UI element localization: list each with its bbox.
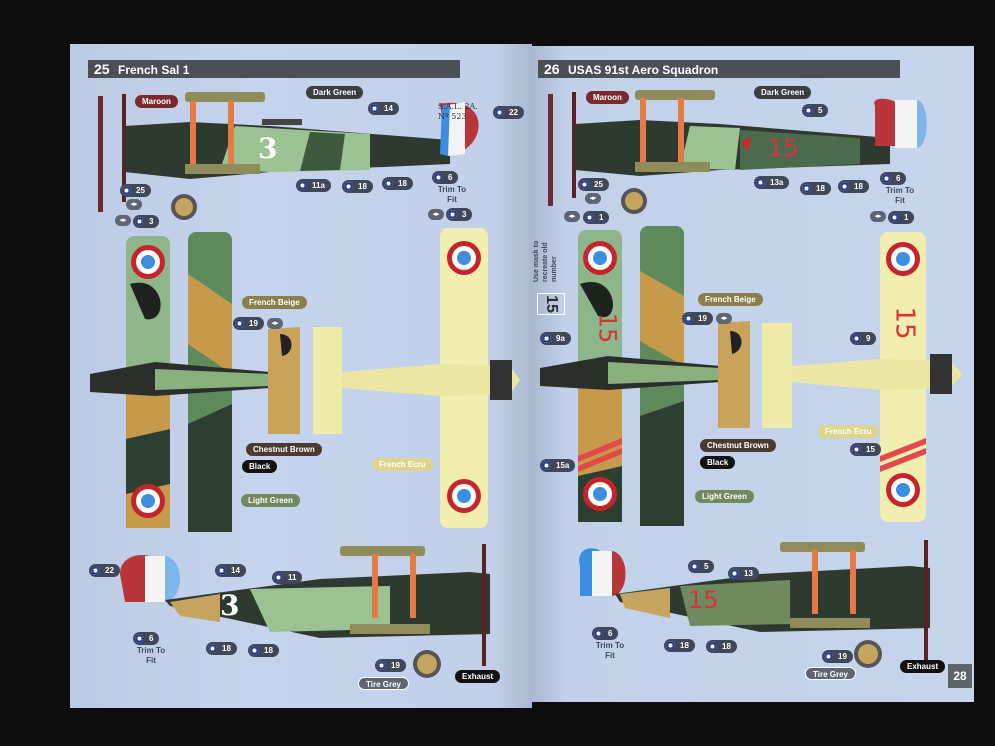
fuselage-number-bottom: 3 bbox=[220, 589, 240, 622]
profile-number: 25 bbox=[94, 61, 110, 77]
black-label: Black bbox=[700, 456, 736, 469]
black-label: Black bbox=[242, 460, 278, 473]
decal-callout: 14 bbox=[215, 564, 246, 577]
decal-callout: 6 bbox=[880, 172, 907, 185]
trim-note: Trim To Fit bbox=[595, 641, 625, 660]
decal-callout: 19 bbox=[375, 659, 406, 672]
decal-callout: 19 bbox=[233, 317, 264, 330]
side-view-top bbox=[98, 92, 479, 220]
both-sides-arrows-icon: ◂▸ bbox=[267, 318, 283, 329]
decal-callout: 11 bbox=[272, 571, 303, 584]
chestnut-brown-label: Chestnut Brown bbox=[700, 439, 776, 452]
exhaust-label: Exhaust bbox=[455, 670, 501, 683]
decal-callout: 13 bbox=[728, 567, 759, 580]
decal-callout: 3 bbox=[133, 215, 160, 228]
mask-note: Use mask to recreate old number bbox=[533, 240, 558, 282]
dark-green-label: Dark Green bbox=[306, 86, 364, 99]
decal-callout: 14 bbox=[368, 102, 399, 115]
side-view-bottom bbox=[579, 540, 930, 668]
page-number: 28 bbox=[948, 664, 972, 688]
decal-callout: 19 bbox=[822, 650, 853, 663]
fuselage-number: 3 bbox=[258, 132, 278, 165]
decal-callout: 6 bbox=[592, 627, 619, 640]
profile-header: 26 USAS 91st Aero Squadron bbox=[538, 60, 900, 78]
right-page: 26 USAS 91st Aero Squadron bbox=[530, 46, 974, 702]
decal-callout: 6 bbox=[133, 632, 160, 645]
both-sides-arrows-icon: ◂▸ bbox=[428, 209, 444, 220]
decal-callout: 15 bbox=[850, 443, 881, 456]
fuselage-number-bottom: 15 bbox=[688, 586, 719, 614]
wing-number: 15 bbox=[889, 306, 920, 340]
decal-callout: 9a bbox=[540, 332, 571, 345]
french-beige-label: French Beige bbox=[242, 296, 307, 309]
decal-callout: 18 bbox=[706, 640, 737, 653]
both-sides-arrows-icon: ◂▸ bbox=[585, 193, 601, 204]
decal-callout: 1 bbox=[583, 211, 610, 224]
both-sides-arrows-icon: ◂▸ bbox=[870, 211, 886, 222]
both-sides-arrows-icon: ◂▸ bbox=[126, 199, 142, 210]
french-beige-label: French Beige bbox=[698, 293, 763, 306]
decal-callout: 1 bbox=[888, 211, 915, 224]
trim-note: Trim To Fit bbox=[885, 186, 915, 205]
both-sides-arrows-icon: ◂▸ bbox=[564, 211, 580, 222]
decal-callout: 18 bbox=[248, 644, 279, 657]
decal-callout: 18 bbox=[206, 642, 237, 655]
maroon-label: Maroon bbox=[586, 91, 629, 104]
fuselage-number: 15 bbox=[768, 134, 799, 162]
decal-callout: 25 bbox=[578, 178, 609, 191]
side-view-top bbox=[548, 90, 927, 214]
decal-callout: 15a bbox=[540, 459, 576, 472]
wing-number: 15 bbox=[593, 312, 622, 344]
decal-callout: 5 bbox=[802, 104, 829, 117]
profile-number: 26 bbox=[544, 61, 560, 77]
decal-callout: 18 bbox=[838, 180, 869, 193]
maroon-label: Maroon bbox=[135, 95, 178, 108]
both-sides-arrows-icon: ◂▸ bbox=[115, 215, 131, 226]
plan-view bbox=[540, 226, 962, 526]
decal-callout: 22 bbox=[493, 106, 524, 119]
side-view-bottom bbox=[120, 544, 490, 678]
trim-note: Trim To Fit bbox=[437, 185, 467, 204]
french-ecru-label: French Ecru bbox=[372, 458, 433, 471]
light-green-label: Light Green bbox=[695, 490, 754, 503]
tire-grey-label: Tire Grey bbox=[805, 667, 856, 680]
decal-callout: 18 bbox=[342, 180, 373, 193]
decal-callout: 3 bbox=[446, 208, 473, 221]
plan-view bbox=[90, 228, 520, 532]
decal-callout: 25 bbox=[120, 184, 151, 197]
decal-callout: 5 bbox=[688, 560, 715, 573]
both-sides-arrows-icon: ◂▸ bbox=[716, 313, 732, 324]
left-page: 25 French Sal 1 bbox=[70, 44, 532, 708]
decal-callout: 19 bbox=[682, 312, 713, 325]
decal-callout: 18 bbox=[800, 182, 831, 195]
profile-title: French Sal 1 bbox=[118, 63, 190, 77]
decal-callout: 9 bbox=[850, 332, 877, 345]
decal-callout: 22 bbox=[89, 564, 120, 577]
mask-number-box: 15 bbox=[537, 293, 565, 315]
decal-callout: 13a bbox=[754, 176, 790, 189]
decal-callout: 18 bbox=[382, 177, 413, 190]
rudder-text: S.A.L. 2A. Nº 523 bbox=[438, 102, 478, 121]
decal-callout: 11a bbox=[296, 179, 331, 192]
chestnut-brown-label: Chestnut Brown bbox=[246, 443, 322, 456]
trim-note: Trim To Fit bbox=[136, 646, 166, 665]
tire-grey-label: Tire Grey bbox=[358, 677, 409, 690]
dark-green-label: Dark Green bbox=[754, 86, 812, 99]
profile-title: USAS 91st Aero Squadron bbox=[568, 63, 719, 77]
exhaust-label: Exhaust bbox=[900, 660, 946, 673]
aircraft-illustrations bbox=[540, 90, 962, 668]
french-ecru-label: French Ecru bbox=[818, 425, 879, 438]
light-green-label: Light Green bbox=[241, 494, 300, 507]
aircraft-illustrations bbox=[90, 92, 520, 678]
decal-callout: 6 bbox=[432, 171, 459, 184]
profile-header: 25 French Sal 1 bbox=[88, 60, 460, 78]
decal-callout: 18 bbox=[664, 639, 695, 652]
